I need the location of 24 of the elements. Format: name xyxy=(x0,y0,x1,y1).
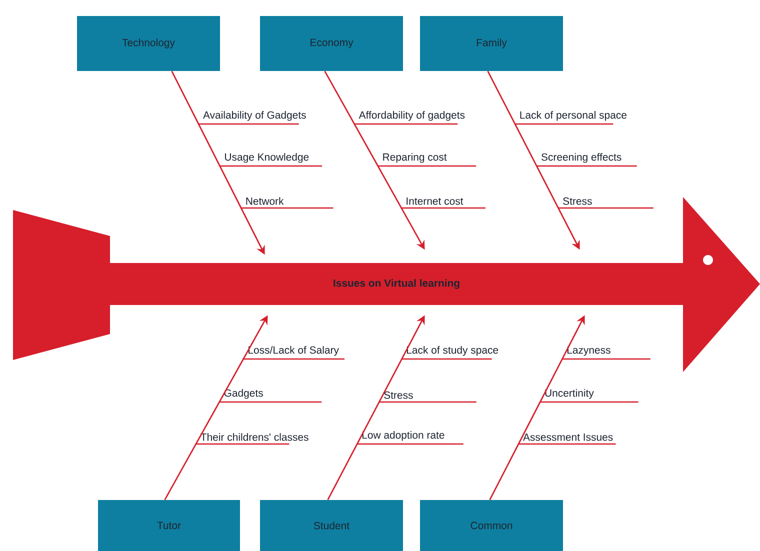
cause-label: Affordability of gadgets xyxy=(358,111,465,121)
cause-label: Internet cost xyxy=(406,198,464,205)
cause-label: Uncertinity xyxy=(545,389,594,399)
cause-label: Stress xyxy=(563,197,592,205)
cause-label: Availability of Gadgets xyxy=(203,111,306,121)
cause-label: Gadgets xyxy=(224,389,263,399)
cause-label: Assessment Issues xyxy=(523,434,613,441)
category-box: Economy xyxy=(260,16,403,71)
cause-label: Their childrens' classes xyxy=(200,433,308,441)
cause-label: Network xyxy=(246,197,284,205)
category-box: Technology xyxy=(77,16,220,71)
cause-label: Lazyness xyxy=(567,346,610,356)
cause-label: Screening effects xyxy=(541,153,622,163)
category-box: Family xyxy=(420,16,563,71)
category-box: Tutor xyxy=(98,500,240,551)
cause-label: Reparing cost xyxy=(383,153,447,163)
cause-label: Stress xyxy=(384,391,413,399)
cause-label: Loss/Lack of Salary xyxy=(248,346,339,356)
cause-label: Low adoption rate xyxy=(362,431,444,441)
category-box: Student xyxy=(260,500,403,551)
category-box: Common xyxy=(420,500,563,551)
cause-label: Usage Knowledge xyxy=(225,153,309,163)
cause-label: Lack of study space xyxy=(406,346,498,356)
cause-label: Lack of personal space xyxy=(520,111,626,121)
